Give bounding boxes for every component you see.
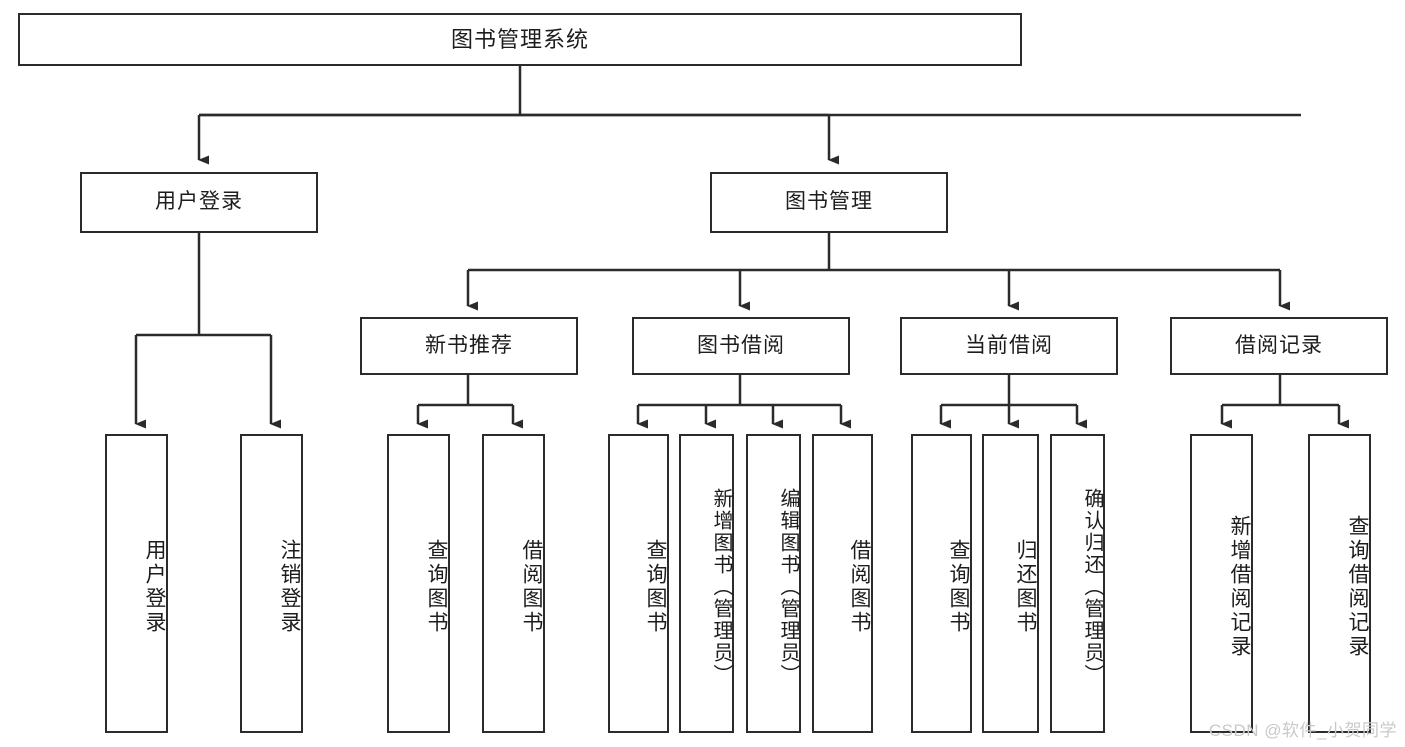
node-label: 图书管理系统 [450,26,589,52]
node-label: 借阅图书 [848,538,871,635]
leaf-return-book[interactable]: 归还图书 [982,434,1039,733]
leaf-query-book-borrow[interactable]: 查询图书 [608,434,669,733]
node-label: 用户登录 [143,538,166,635]
leaf-user-login[interactable]: 用户登录 [105,434,168,733]
node-book-borrow[interactable]: 图书借阅 [632,317,850,375]
node-root[interactable]: 图书管理系统 [18,13,1022,66]
node-label: 新增借阅记录 [1228,514,1251,659]
leaf-borrow-book-recommend[interactable]: 借阅图书 [482,434,545,733]
node-current-borrow[interactable]: 当前借阅 [900,317,1118,375]
node-label: 编辑图书（管理员） [777,487,799,686]
leaf-confirm-return-admin[interactable]: 确认归还（管理员） [1050,434,1105,733]
node-label: 借阅图书 [520,538,543,635]
node-label: 新书推荐 [425,333,513,357]
node-label: 归还图书 [1014,538,1037,635]
node-label: 注销登录 [278,538,301,635]
node-label: 查询图书 [425,538,448,635]
node-book-management[interactable]: 图书管理 [710,172,948,233]
leaf-borrow-book[interactable]: 借阅图书 [812,434,873,733]
node-label: 当前借阅 [965,333,1053,357]
node-borrow-record[interactable]: 借阅记录 [1170,317,1388,375]
node-user-login[interactable]: 用户登录 [80,172,318,233]
node-new-book-recommend[interactable]: 新书推荐 [360,317,578,375]
node-label: 查询图书 [644,538,667,635]
leaf-add-borrow-record[interactable]: 新增借阅记录 [1190,434,1253,733]
leaf-query-book-recommend[interactable]: 查询图书 [387,434,450,733]
node-label: 确认归还（管理员） [1081,487,1103,686]
node-label: 新增图书（管理员） [710,487,732,686]
node-label: 图书管理 [785,190,873,214]
watermark: CSDN @软件_小贺同学 [1208,721,1397,740]
leaf-add-book-admin[interactable]: 新增图书（管理员） [679,434,734,733]
leaf-query-borrow-record[interactable]: 查询借阅记录 [1308,434,1371,733]
node-label: 图书借阅 [697,333,785,357]
node-label: 查询借阅记录 [1346,514,1369,659]
leaf-query-book-current[interactable]: 查询图书 [911,434,972,733]
leaf-logout[interactable]: 注销登录 [240,434,303,733]
leaf-edit-book-admin[interactable]: 编辑图书（管理员） [746,434,801,733]
node-label: 用户登录 [155,190,243,214]
node-label: 查询图书 [947,538,970,635]
node-label: 借阅记录 [1235,333,1323,357]
